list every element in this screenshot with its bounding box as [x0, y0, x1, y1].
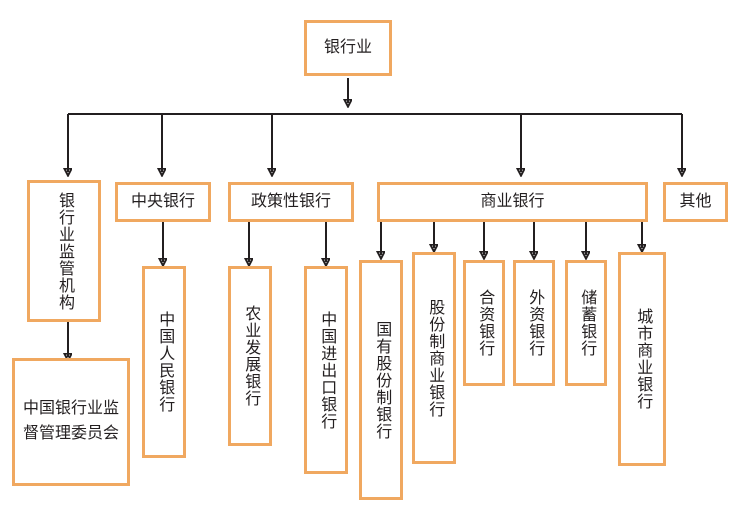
node-adbc-label: 农业发展银行: [242, 305, 260, 407]
node-city-commercial-bank[interactable]: 城市商业银行: [618, 252, 666, 466]
node-central-bank[interactable]: 中央银行: [115, 182, 211, 222]
node-regulator[interactable]: 银行业监管机构: [27, 180, 101, 322]
node-cbrc-label: 中国银行业监督管理委员会: [22, 400, 119, 442]
node-central-bank-label: 中央银行: [130, 192, 195, 210]
node-pboc-label: 中国人民银行: [156, 311, 174, 413]
node-regulator-label: 银行业监管机构: [56, 191, 73, 311]
node-eximbank[interactable]: 中国进出口银行: [304, 266, 348, 474]
node-commercial-bank[interactable]: 商业银行: [377, 182, 648, 222]
node-pboc[interactable]: 中国人民银行: [142, 266, 186, 458]
node-root-label: 银行业: [323, 38, 372, 56]
node-other-label: 其他: [679, 192, 712, 210]
node-state-joint-stock-bank-label: 国有股份制银行: [373, 320, 391, 440]
node-city-commercial-bank-label: 城市商业银行: [634, 308, 652, 410]
node-cbrc[interactable]: 中国银行业监督管理委员会: [12, 358, 130, 486]
node-state-joint-stock-bank[interactable]: 国有股份制银行: [359, 260, 403, 500]
node-joint-venture-bank-label: 合资银行: [476, 289, 494, 357]
node-foreign-funded-bank-label: 外资银行: [526, 289, 544, 357]
node-policy-bank-label: 政策性银行: [250, 192, 331, 210]
node-savings-bank[interactable]: 储蓄银行: [565, 260, 607, 386]
node-joint-venture-bank[interactable]: 合资银行: [463, 260, 505, 386]
node-other[interactable]: 其他: [663, 182, 728, 222]
node-joint-stock-commercial-bank-label: 股份制商业银行: [426, 298, 444, 418]
node-adbc[interactable]: 农业发展银行: [228, 266, 272, 446]
node-foreign-funded-bank[interactable]: 外资银行: [513, 260, 555, 386]
node-joint-stock-commercial-bank[interactable]: 股份制商业银行: [412, 252, 456, 464]
node-eximbank-label: 中国进出口银行: [318, 310, 336, 430]
node-policy-bank[interactable]: 政策性银行: [228, 182, 354, 222]
node-savings-bank-label: 储蓄银行: [578, 289, 596, 357]
node-commercial-bank-label: 商业银行: [480, 192, 545, 210]
node-root-banking-industry[interactable]: 银行业: [304, 20, 392, 76]
